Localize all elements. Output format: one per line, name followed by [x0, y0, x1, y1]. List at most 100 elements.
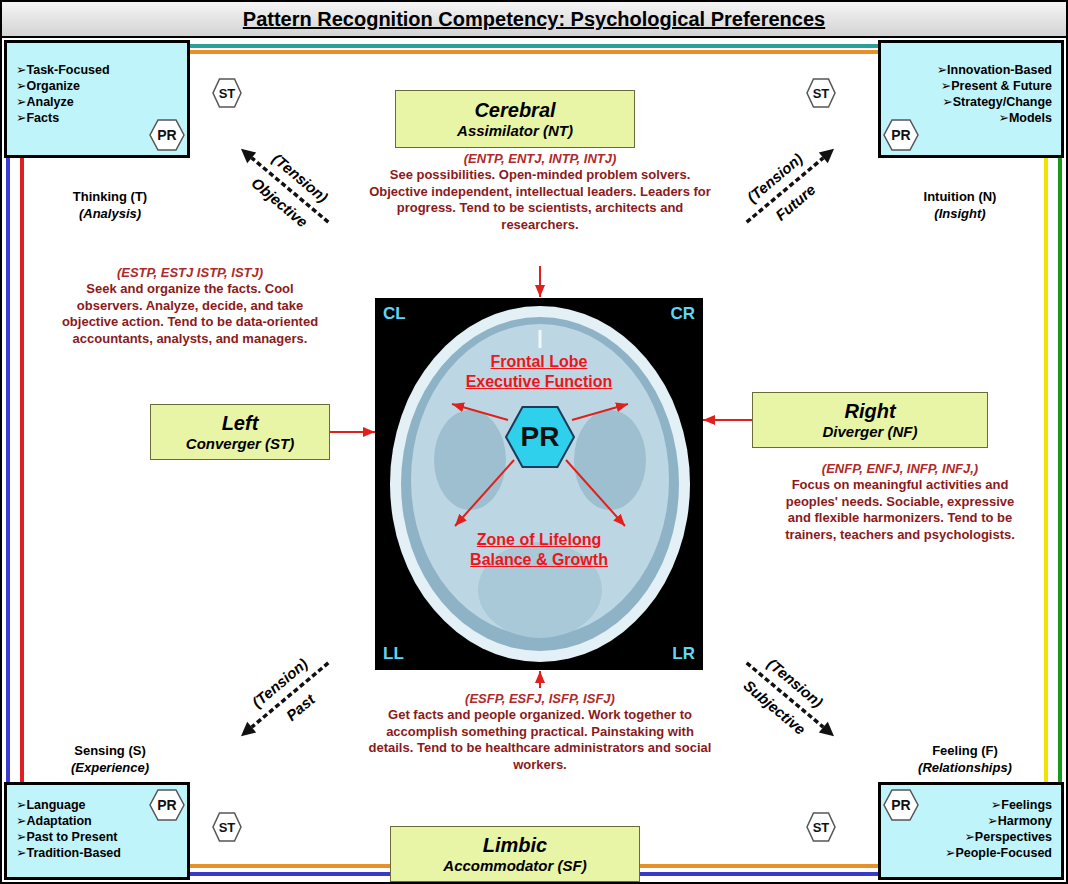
quadrant-tag: CL	[383, 304, 406, 324]
type-box: LimbicAccommodator (SF)	[390, 826, 640, 882]
bullet-item: ➢Organize	[16, 78, 179, 94]
diagram-title: Pattern Recognition Competency: Psycholo…	[0, 7, 1068, 31]
quadrant-tag: LR	[672, 644, 695, 664]
corner-box: ➢Language➢Adaptation➢Past to Present➢Tra…	[4, 782, 190, 880]
hexagon-shape	[213, 813, 241, 841]
pointer-arrow	[452, 404, 508, 420]
hexagon-shape	[884, 120, 918, 150]
preference-gloss: (Experience)	[45, 759, 175, 776]
bullet-item: ➢People-Focused	[889, 845, 1052, 861]
type-description: Seek and organize the facts. Cool observ…	[59, 281, 321, 347]
bullet-item: ➢Past to Present	[16, 829, 179, 845]
bullet-item: ➢Perspectives	[889, 829, 1052, 845]
quadrant-tag: LL	[383, 644, 404, 664]
frame-line	[1044, 158, 1048, 782]
pointer-arrow	[566, 460, 625, 526]
temporal-region	[434, 410, 506, 510]
type-box: LeftConverger (ST)	[150, 404, 330, 460]
tension-label: Future	[772, 181, 819, 224]
type-description: See possibilities. Open-minded problem s…	[365, 167, 715, 233]
region-label: Zone of Lifelong Balance & Growth	[454, 530, 624, 570]
hex-label: ST	[219, 821, 236, 834]
st-hexagon: ST	[212, 812, 242, 842]
hexagon-shape	[807, 79, 835, 107]
pointer-arrow	[455, 460, 514, 526]
pr-hexagon: PR	[883, 119, 919, 151]
hex-label: ST	[813, 821, 830, 834]
arrow-head	[819, 722, 839, 742]
corner-box: ➢Innovation-Based➢Present & Future➢Strat…	[878, 40, 1064, 158]
hex-label: PR	[157, 128, 176, 142]
hex-label: PR	[891, 128, 910, 142]
bullet-item: ➢Adaptation	[16, 813, 179, 829]
frame-line	[20, 158, 24, 782]
type-name: Cerebral	[474, 99, 555, 122]
frame-line	[6, 158, 10, 782]
type-name: Right	[844, 400, 895, 423]
type-codes: (ESTP, ESTJ ISTP, ISTJ)	[55, 264, 325, 281]
connector-arrow	[330, 431, 375, 433]
st-hexagon: ST	[212, 78, 242, 108]
preference-name: Intuition (N)	[895, 188, 1025, 205]
brain-scan: CL CR Frontal Lobe Executive FunctionZone …	[375, 298, 703, 670]
hex-label: PR	[891, 798, 910, 812]
bullet-item: ➢Present & Future	[889, 78, 1052, 94]
preference-name: Feeling (F)	[900, 742, 1030, 759]
type-style: Accommodator (SF)	[443, 857, 586, 875]
type-codes: (ENTP, ENTJ, INTP, INTJ)	[360, 150, 720, 167]
corner-box: ➢Task-Focused➢Organize➢Analyze➢FactsPR	[4, 40, 190, 158]
pointer-arrow	[572, 404, 628, 420]
hexagon-shape	[150, 790, 184, 820]
type-description: Get facts and people organized. Work tog…	[363, 707, 718, 773]
type-name: Left	[222, 412, 259, 435]
arrow-head	[236, 143, 256, 163]
hexagon-shape	[884, 790, 918, 820]
preference-name: Thinking (T)	[45, 188, 175, 205]
bullet-item: ➢Tradition-Based	[16, 845, 179, 861]
type-name: Limbic	[483, 834, 547, 857]
hex-label: ST	[219, 87, 236, 100]
frame-line	[190, 50, 878, 54]
type-style: Diverger (NF)	[822, 423, 917, 441]
tension-label: Past	[283, 691, 318, 724]
type-codes: (ESFP, ESFJ, ISFP, ISFJ)	[360, 690, 720, 707]
type-style: Converger (ST)	[186, 435, 294, 453]
hex-label: PR	[521, 423, 560, 451]
title-bar	[1, 1, 1067, 37]
hexagon-shape	[213, 79, 241, 107]
pr-hexagon: PR	[149, 119, 185, 151]
bullet-item: ➢Strategy/Change	[889, 94, 1052, 110]
pr-hexagon: PR	[149, 789, 185, 821]
bullet-item: ➢Harmony	[889, 813, 1052, 829]
arrow-head	[236, 722, 256, 742]
bullet-item: ➢Analyze	[16, 94, 179, 110]
quadrant-tag: CR	[670, 304, 695, 324]
type-codes: (ENFP, ENFJ, INFP, INFJ,)	[765, 460, 1035, 477]
temporal-region	[574, 410, 646, 510]
hexagon-shape	[506, 407, 574, 467]
bullet-item: ➢Models	[889, 110, 1052, 126]
arrow-head	[819, 143, 839, 163]
skull	[390, 306, 690, 662]
bullet-item: ➢Innovation-Based	[889, 62, 1052, 78]
bullet-item: ➢Task-Focused	[16, 62, 179, 78]
st-hexagon: ST	[806, 78, 836, 108]
st-hexagon: ST	[806, 812, 836, 842]
preference-gloss: (Insight)	[895, 205, 1025, 222]
scalp-layer	[401, 317, 679, 651]
hex-label: ST	[813, 87, 830, 100]
tension-arrow	[742, 143, 838, 227]
midline	[539, 330, 542, 348]
region-label: Frontal Lobe Executive Function	[454, 352, 624, 392]
type-box: RightDiverger (NF)	[752, 392, 988, 448]
scan-ground	[375, 298, 703, 670]
corner-box: ➢Feelings➢Harmony➢Perspectives➢People-Fo…	[878, 782, 1064, 880]
hexagon-shape	[150, 120, 184, 150]
type-style: Assimilator (NT)	[457, 122, 573, 140]
leader-arrow	[539, 266, 541, 297]
frame-line	[190, 44, 878, 48]
type-box: CerebralAssimilator (NT)	[395, 90, 635, 148]
pr-hexagon: PR	[505, 406, 575, 468]
